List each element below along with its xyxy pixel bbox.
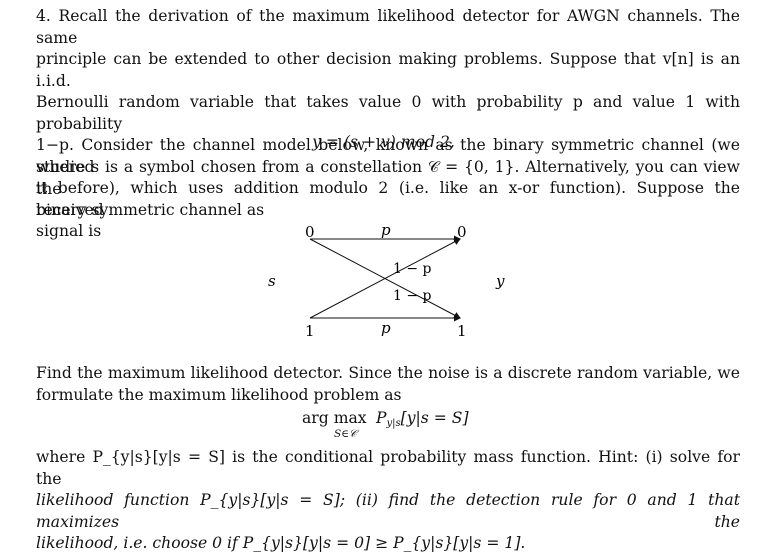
argmax-subscript: S∈𝒞 xyxy=(334,428,357,440)
output-label: y xyxy=(495,272,505,290)
paragraph-ml-problem: Find the maximum likelihood detector. Si… xyxy=(36,363,740,406)
text-line: Bernoulli random variable that takes val… xyxy=(36,93,740,133)
text-line: it before), which uses addition modulo 2… xyxy=(36,179,740,219)
edge-label-cross-2: 1 − p xyxy=(393,288,432,304)
node-left-bottom: 1 xyxy=(305,322,315,340)
equation-received-signal: y = (s + v) mod 2, xyxy=(312,133,455,151)
text-line: likelihood, i.e. choose 0 if P_{y|s}[y|s… xyxy=(36,534,526,552)
text-line: binary symmetric channel as xyxy=(36,201,265,219)
pmf-subscript: y|s xyxy=(386,418,401,429)
likelihood-expression: Py|s[y|s = S] xyxy=(376,409,469,429)
text-line: Find the maximum likelihood detector. Si… xyxy=(36,364,740,382)
text-line: where s is a symbol chosen from a conste… xyxy=(36,158,740,198)
pmf-symbol: P xyxy=(376,409,387,427)
node-right-top: 0 xyxy=(457,223,467,241)
binary-symmetric-channel-diagram: 0 1 0 1 p p 1 − p 1 − p s y xyxy=(268,221,505,340)
edge-label-top: p xyxy=(381,221,391,239)
text-line: 1−p. Consider the channel model below, k… xyxy=(36,136,740,176)
edge-label-bottom: p xyxy=(381,319,391,337)
equation-ml-objective: arg max S∈𝒞 Py|s[y|s = S] xyxy=(0,409,767,445)
argmax-operator: arg max xyxy=(302,409,367,427)
text-line: principle can be extended to other decis… xyxy=(36,50,740,90)
text-line: 4. Recall the derivation of the maximum … xyxy=(36,7,740,47)
text-line: signal is xyxy=(36,222,102,240)
edge-1-to-0 xyxy=(309,238,461,319)
text-line: where P_{y|s}[y|s = S] is the conditiona… xyxy=(36,448,740,488)
node-right-bottom: 1 xyxy=(457,322,467,340)
pmf-argument: [y|s = S] xyxy=(400,409,469,427)
node-left-top: 0 xyxy=(305,223,315,241)
text-line: likelihood function P_{y|s}[y|s = S]; (i… xyxy=(36,491,740,531)
paragraph-hint: where P_{y|s}[y|s = S] is the conditiona… xyxy=(36,447,740,555)
input-label: s xyxy=(268,272,276,290)
text-line: formulate the maximum likelihood problem… xyxy=(36,385,402,404)
edge-label-cross-1: 1 − p xyxy=(393,261,432,277)
paragraph-constellation: where s is a symbol chosen from a conste… xyxy=(36,157,740,222)
paragraph-intro: 4. Recall the derivation of the maximum … xyxy=(36,6,740,243)
